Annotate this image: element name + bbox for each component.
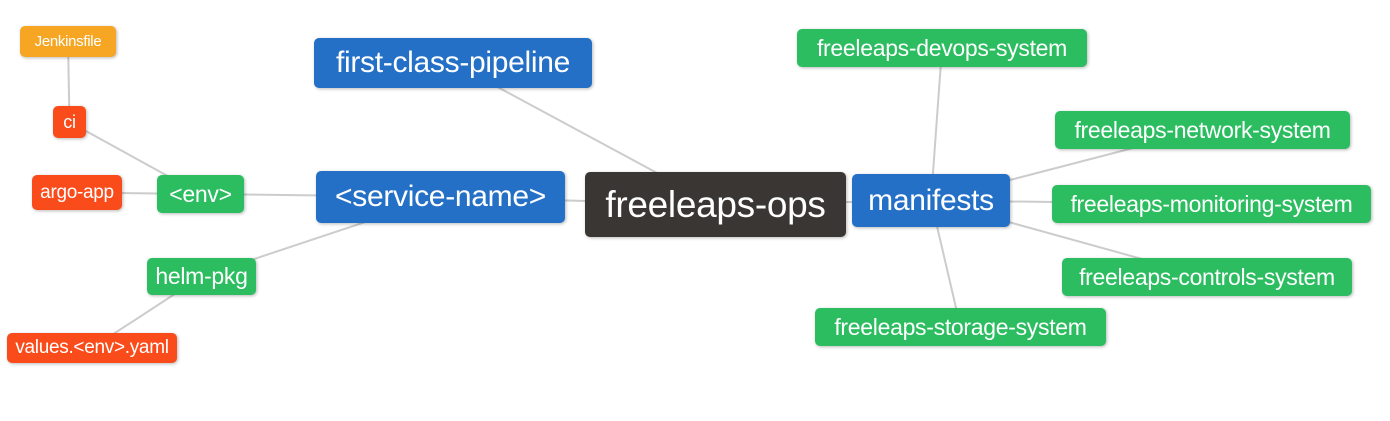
node-freeleaps-network-system[interactable]: freeleaps-network-system xyxy=(1055,111,1350,149)
node-freeleaps-storage-system[interactable]: freeleaps-storage-system xyxy=(815,308,1106,346)
node-helm-pkg[interactable]: helm-pkg xyxy=(147,258,256,295)
node-freeleaps-monitoring-system[interactable]: freeleaps-monitoring-system xyxy=(1052,185,1371,223)
node-freeleaps-controls-system[interactable]: freeleaps-controls-system xyxy=(1062,258,1352,296)
node-first-class-pipeline[interactable]: first-class-pipeline xyxy=(314,38,592,88)
node-argo-app[interactable]: argo-app xyxy=(32,175,122,210)
node-ci[interactable]: ci xyxy=(53,106,86,138)
node-service-name[interactable]: <service-name> xyxy=(316,171,565,223)
node-freeleaps-devops-system[interactable]: freeleaps-devops-system xyxy=(797,29,1087,67)
node-env[interactable]: <env> xyxy=(157,175,244,213)
node-jenkinsfile[interactable]: Jenkinsfile xyxy=(20,26,116,57)
node-freeleaps-ops[interactable]: freeleaps-ops xyxy=(585,172,846,237)
node-manifests[interactable]: manifests xyxy=(852,174,1010,227)
node-values-env-yaml[interactable]: values.<env>.yaml xyxy=(7,333,177,363)
